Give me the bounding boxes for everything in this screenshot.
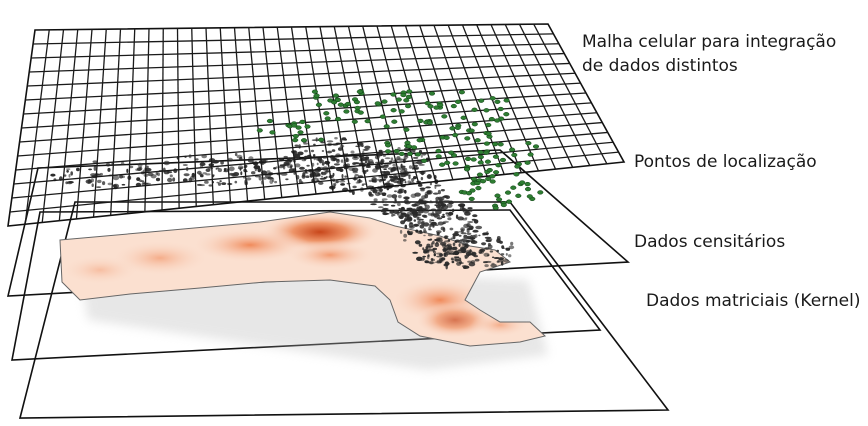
kernel-density-surface [59,211,548,370]
grid-layer-label-line-2: de dados distintos [582,56,738,76]
points-layer-label: Pontos de localização [634,150,817,174]
cell-mesh-grid [9,23,619,225]
census-layer-label: Dados censitários [634,230,785,254]
grid-layer-label: Malha celular para integração de dados d… [582,30,836,78]
points-layer-label-line-1: Pontos de localização [634,152,817,172]
kernel-layer-label: Dados matriciais (Kernel) [646,289,860,313]
location-points [256,89,544,211]
kernel-layer-label-line-1: Dados matriciais (Kernel) [646,291,861,311]
census-layer-label-line-1: Dados censitários [634,232,786,252]
grid-layer-label-line-1: Malha celular para integração [582,32,837,52]
